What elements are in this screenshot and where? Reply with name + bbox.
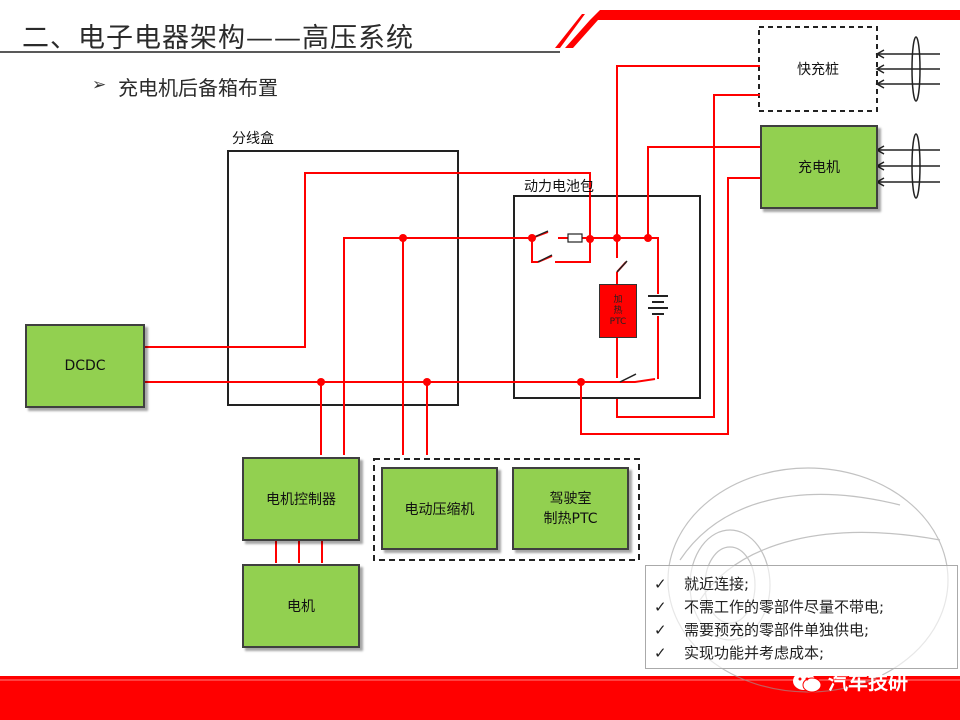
motor-controller-label: 电机控制器 bbox=[266, 492, 336, 508]
checkmark-icon: ✓ bbox=[654, 620, 667, 639]
list-item-text: 不需工作的零部件尽量不带电; bbox=[684, 598, 885, 616]
checkmark-icon: ✓ bbox=[654, 574, 667, 593]
heater-ptc-line-3: PTC bbox=[609, 316, 627, 327]
arrow-right-icon: ➢ bbox=[92, 75, 107, 95]
checkmark-icon: ✓ bbox=[654, 597, 667, 616]
list-item: ✓ 就近连接; bbox=[654, 572, 949, 595]
e-compressor-box: 电动压缩机 bbox=[381, 467, 498, 550]
list-item: ✓ 实现功能并考虑成本; bbox=[654, 641, 949, 664]
ac-group-outline bbox=[373, 458, 640, 561]
dcdc-box: DCDC bbox=[25, 324, 145, 408]
fast-charge-plug-icon bbox=[875, 36, 940, 102]
list-item-text: 需要预充的零部件单独供电; bbox=[684, 621, 870, 639]
page-subtitle: 充电机后备箱布置 bbox=[118, 76, 278, 100]
heater-ptc-line-2: 热 bbox=[613, 305, 623, 316]
battery-pack-label: 动力电池包 bbox=[524, 179, 594, 195]
motor-box: 电机 bbox=[242, 564, 360, 648]
motor-label: 电机 bbox=[287, 599, 315, 615]
motor-controller-box: 电机控制器 bbox=[242, 457, 360, 541]
cabin-ptc-line-2: 制热PTC bbox=[543, 510, 598, 527]
battery-pack-outline bbox=[513, 195, 701, 399]
list-item-text: 实现功能并考虑成本; bbox=[684, 644, 825, 662]
dcdc-label: DCDC bbox=[64, 358, 106, 374]
heater-ptc-box: 加 热 PTC bbox=[599, 284, 637, 338]
e-compressor-label: 电动压缩机 bbox=[404, 501, 475, 518]
cabin-ptc-line-1: 驾驶室 bbox=[549, 490, 592, 507]
heater-ptc-line-1: 加 bbox=[613, 294, 623, 305]
fast-charger-label: 快充桩 bbox=[797, 62, 839, 78]
wechat-icon bbox=[793, 672, 822, 693]
fast-charger-outline bbox=[758, 26, 878, 112]
list-item: ✓ 不需工作的零部件尽量不带电; bbox=[654, 595, 949, 618]
junction-dots bbox=[317, 234, 652, 386]
charger-box: 充电机 bbox=[760, 125, 878, 209]
list-item-text: 就近连接; bbox=[684, 575, 750, 593]
battery-cell-icon bbox=[648, 295, 668, 315]
charger-plug-icon bbox=[875, 133, 940, 199]
cabin-ptc-box: 驾驶室 制热PTC bbox=[512, 467, 629, 550]
page-title: 二、电子电器架构——高压系统 bbox=[22, 23, 414, 54]
charger-label: 充电机 bbox=[798, 160, 840, 176]
design-principles-list: ✓ 就近连接; ✓ 不需工作的零部件尽量不带电; ✓ 需要预充的零部件单独供电;… bbox=[645, 565, 958, 669]
junction-box-label: 分线盒 bbox=[232, 131, 274, 147]
fast-charger-box: 快充桩 bbox=[761, 29, 875, 109]
checkmark-icon: ✓ bbox=[654, 643, 667, 662]
brand-text: 汽车技研 bbox=[828, 670, 908, 694]
list-item: ✓ 需要预充的零部件单独供电; bbox=[654, 618, 949, 641]
